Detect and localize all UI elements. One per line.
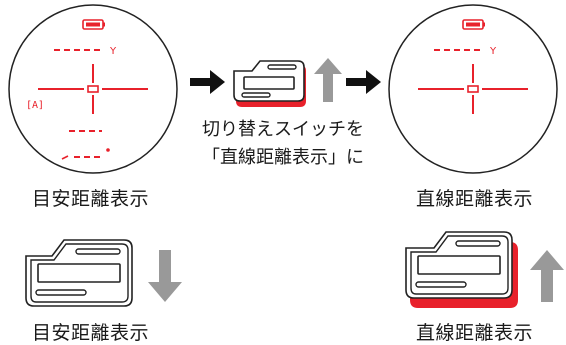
scope-view-circle (8, 4, 178, 174)
bottom-height-readout (61, 148, 110, 160)
left-switch-label: 目安距離表示 (32, 322, 150, 344)
switch-down-icon (22, 234, 138, 312)
up-arrow-icon (530, 250, 564, 302)
left-scope-label: 目安距離表示 (32, 188, 150, 210)
crosshair (38, 64, 148, 114)
up-arrow-icon (314, 58, 342, 102)
battery-icon (462, 19, 485, 30)
crosshair (418, 64, 528, 114)
mode-icon-text: [A] (26, 100, 44, 111)
instruction-line-2: 「直線距離表示」に (202, 147, 364, 168)
right-switch-label: 直線距離表示 (416, 322, 534, 344)
right-scope-label: 直線距離表示 (416, 188, 534, 210)
down-arrow-icon (148, 250, 182, 302)
battery-icon (82, 19, 105, 30)
right-arrow-icon (346, 68, 382, 96)
instruction-text: 切り替えスイッチを 「直線距離表示」に (183, 116, 383, 172)
y-marker: Y (489, 46, 497, 57)
switch-up-icon (404, 228, 524, 310)
scope-view-circle (388, 4, 558, 174)
right-arrow-icon (190, 68, 226, 96)
instruction-line-1: 切り替えスイッチを (202, 119, 364, 140)
scope-view-line-mode: Y (384, 0, 562, 178)
y-marker: Y (109, 46, 117, 57)
switch-icon (232, 57, 310, 109)
scope-view-aim-mode: Y [A] (4, 0, 182, 178)
